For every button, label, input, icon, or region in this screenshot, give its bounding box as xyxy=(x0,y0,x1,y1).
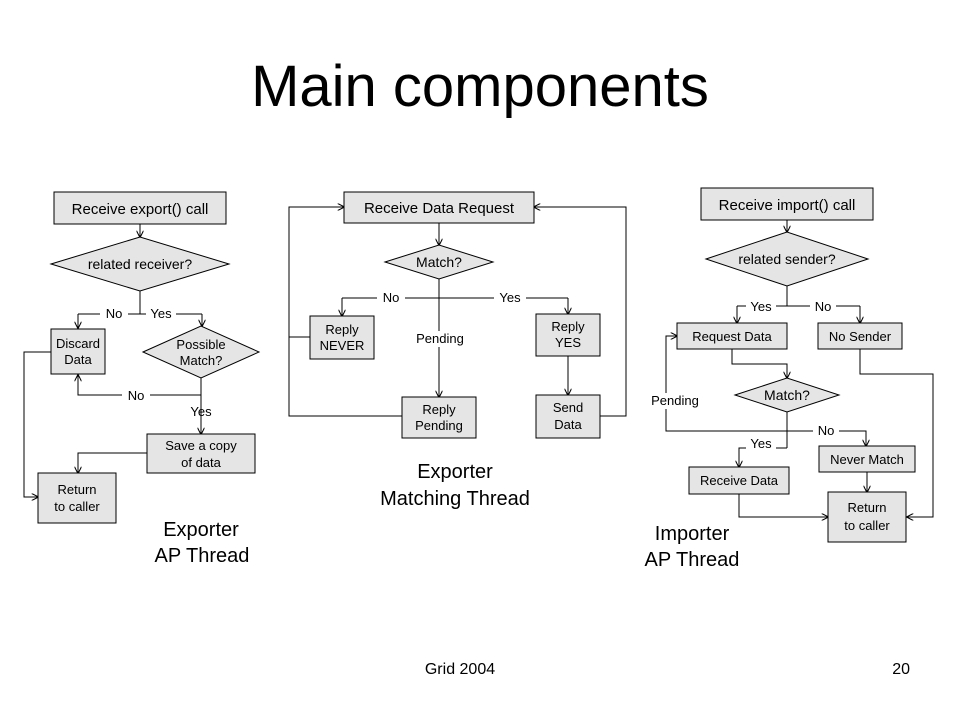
match-label: Match? xyxy=(416,254,462,270)
receive-data-request-label: Receive Data Request xyxy=(364,200,515,217)
never-match-box xyxy=(818,445,916,473)
importer-ap-caption-line2: AP Thread xyxy=(645,549,740,571)
reply-pending-line1: Reply xyxy=(422,402,456,417)
no-label-2: No xyxy=(128,388,145,403)
receive-import-call-box xyxy=(700,187,874,221)
send-data-box xyxy=(535,394,601,439)
related-receiver-decision xyxy=(49,236,231,292)
return-line2-importer: to caller xyxy=(844,518,890,533)
reply-yes-line1: Reply xyxy=(551,319,585,334)
receive-data-request-box xyxy=(343,191,535,224)
receive-data-label: Receive Data xyxy=(700,473,779,488)
possible-match-decision xyxy=(141,325,261,379)
return-line1-importer: Return xyxy=(847,500,886,515)
yes-label: Yes xyxy=(150,306,172,321)
yes-label-5: Yes xyxy=(750,436,772,451)
request-data-label: Request Data xyxy=(692,329,772,344)
exporter-ap-thread: Receive export() call related receiver? … xyxy=(23,191,261,567)
no-label: No xyxy=(106,306,123,321)
receive-export-call-box xyxy=(53,191,227,225)
yes-label-3: Yes xyxy=(499,290,521,305)
match-label-importer: Match? xyxy=(764,387,810,403)
exporter-ap-caption-line1: Exporter xyxy=(163,519,239,541)
related-sender-decision xyxy=(704,231,870,287)
exporter-matching-caption-line2: Matching Thread xyxy=(380,488,530,510)
no-sender-label: No Sender xyxy=(829,329,892,344)
pending-label: Pending xyxy=(416,331,464,346)
save-copy-box xyxy=(146,433,256,474)
reply-never-line1: Reply xyxy=(325,322,359,337)
return-line1: Return xyxy=(57,482,96,497)
reply-never-box xyxy=(309,315,375,360)
receive-import-call-label: Receive import() call xyxy=(719,197,856,214)
reply-never-line2: NEVER xyxy=(320,338,365,353)
page-number: 20 xyxy=(892,661,910,678)
send-data-line2: Data xyxy=(554,417,582,432)
possible-match-line1: Possible xyxy=(176,337,225,352)
no-sender-box xyxy=(817,322,903,350)
pending-label-importer: Pending xyxy=(651,393,699,408)
exporter-matching-caption-line1: Exporter xyxy=(417,461,493,483)
exporter-matching-thread: Receive Data Request Match? No Yes Pendi… xyxy=(288,191,627,510)
match-decision-importer xyxy=(733,377,841,413)
reply-yes-line2: YES xyxy=(555,335,581,350)
related-sender-label: related sender? xyxy=(738,251,836,267)
request-data-box xyxy=(676,322,788,350)
never-match-label: Never Match xyxy=(830,452,904,467)
return-to-caller-box-importer xyxy=(827,491,907,543)
importer-ap-thread: Receive import() call related sender? Ye… xyxy=(645,187,934,571)
send-data-line1: Send xyxy=(553,400,583,415)
match-decision xyxy=(383,244,495,280)
no-label-4: No xyxy=(815,299,832,314)
yes-label-2: Yes xyxy=(190,404,212,419)
slide-title: Main components xyxy=(251,54,709,119)
discard-data-line2: Data xyxy=(64,352,92,367)
reply-pending-line2: Pending xyxy=(415,418,463,433)
yes-label-4: Yes xyxy=(750,299,772,314)
possible-match-line2: Match? xyxy=(180,353,223,368)
related-receiver-label: related receiver? xyxy=(88,256,192,272)
save-copy-line1: Save a copy xyxy=(165,438,237,453)
receive-export-call-label: Receive export() call xyxy=(72,201,209,218)
importer-ap-caption-line1: Importer xyxy=(655,523,730,545)
no-label-3: No xyxy=(383,290,400,305)
return-to-caller-box xyxy=(37,472,117,524)
save-copy-line2: of data xyxy=(181,455,222,470)
no-label-5: No xyxy=(818,423,835,438)
footer-conference: Grid 2004 xyxy=(424,661,496,678)
discard-data-line1: Discard xyxy=(56,336,100,351)
exporter-ap-caption-line2: AP Thread xyxy=(155,545,250,567)
return-line2: to caller xyxy=(54,499,100,514)
reply-pending-box xyxy=(401,396,477,439)
